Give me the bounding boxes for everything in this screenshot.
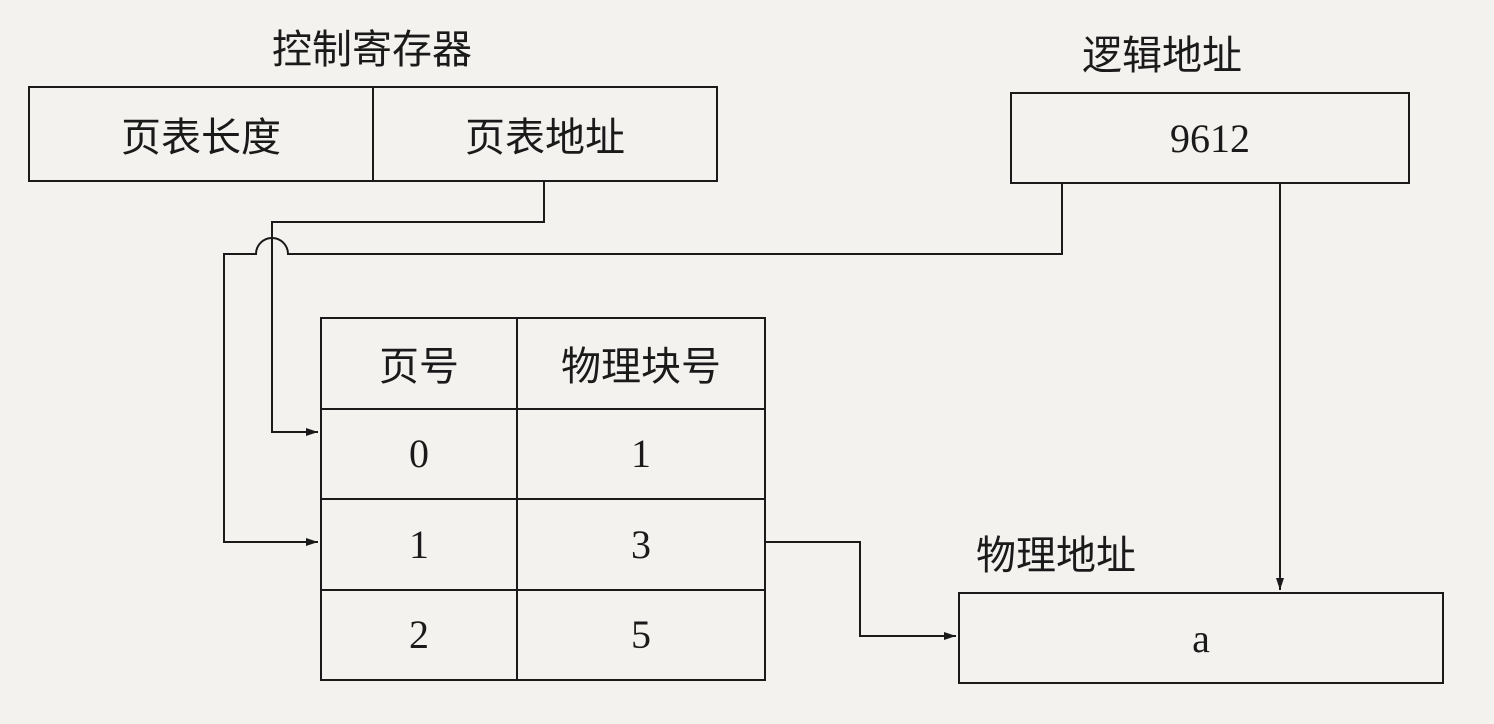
physical-address-value: a: [1192, 615, 1210, 661]
page-number-cell: 1: [322, 500, 518, 589]
physical-block-header: 物理块号: [561, 344, 721, 391]
logical-address-value: 9612: [1170, 115, 1250, 161]
block-number-cell: 3: [631, 521, 651, 567]
table-address-connector: [271, 182, 545, 436]
logical-address-box: 9612: [1010, 92, 1410, 184]
table-row: 0 1: [322, 407, 764, 498]
block-number-connector: [766, 541, 956, 640]
page-number-header: 页号: [322, 319, 518, 408]
logical-address-title: 逻辑地址: [1082, 33, 1242, 79]
table-row: 2 5: [322, 588, 764, 679]
control-register: 页表长度 页表地址: [28, 86, 718, 182]
page-number-connector: [223, 184, 1063, 546]
page-table: 页号 物理块号 0 1 1 3 2 5: [320, 317, 766, 681]
physical-address-title: 物理地址: [976, 533, 1136, 579]
block-number-cell: 5: [631, 612, 651, 658]
physical-address-box: a: [958, 592, 1444, 684]
control-register-title: 控制寄存器: [272, 27, 472, 73]
page-table-address-field: 页表地址: [465, 115, 625, 161]
page-table-header-row: 页号 物理块号: [322, 319, 764, 408]
page-number-cell: 0: [322, 409, 518, 498]
page-table-length-field: 页表长度: [30, 88, 374, 180]
page-number-cell: 2: [322, 590, 518, 679]
block-number-cell: 1: [631, 431, 651, 477]
table-row: 1 3: [322, 498, 764, 589]
